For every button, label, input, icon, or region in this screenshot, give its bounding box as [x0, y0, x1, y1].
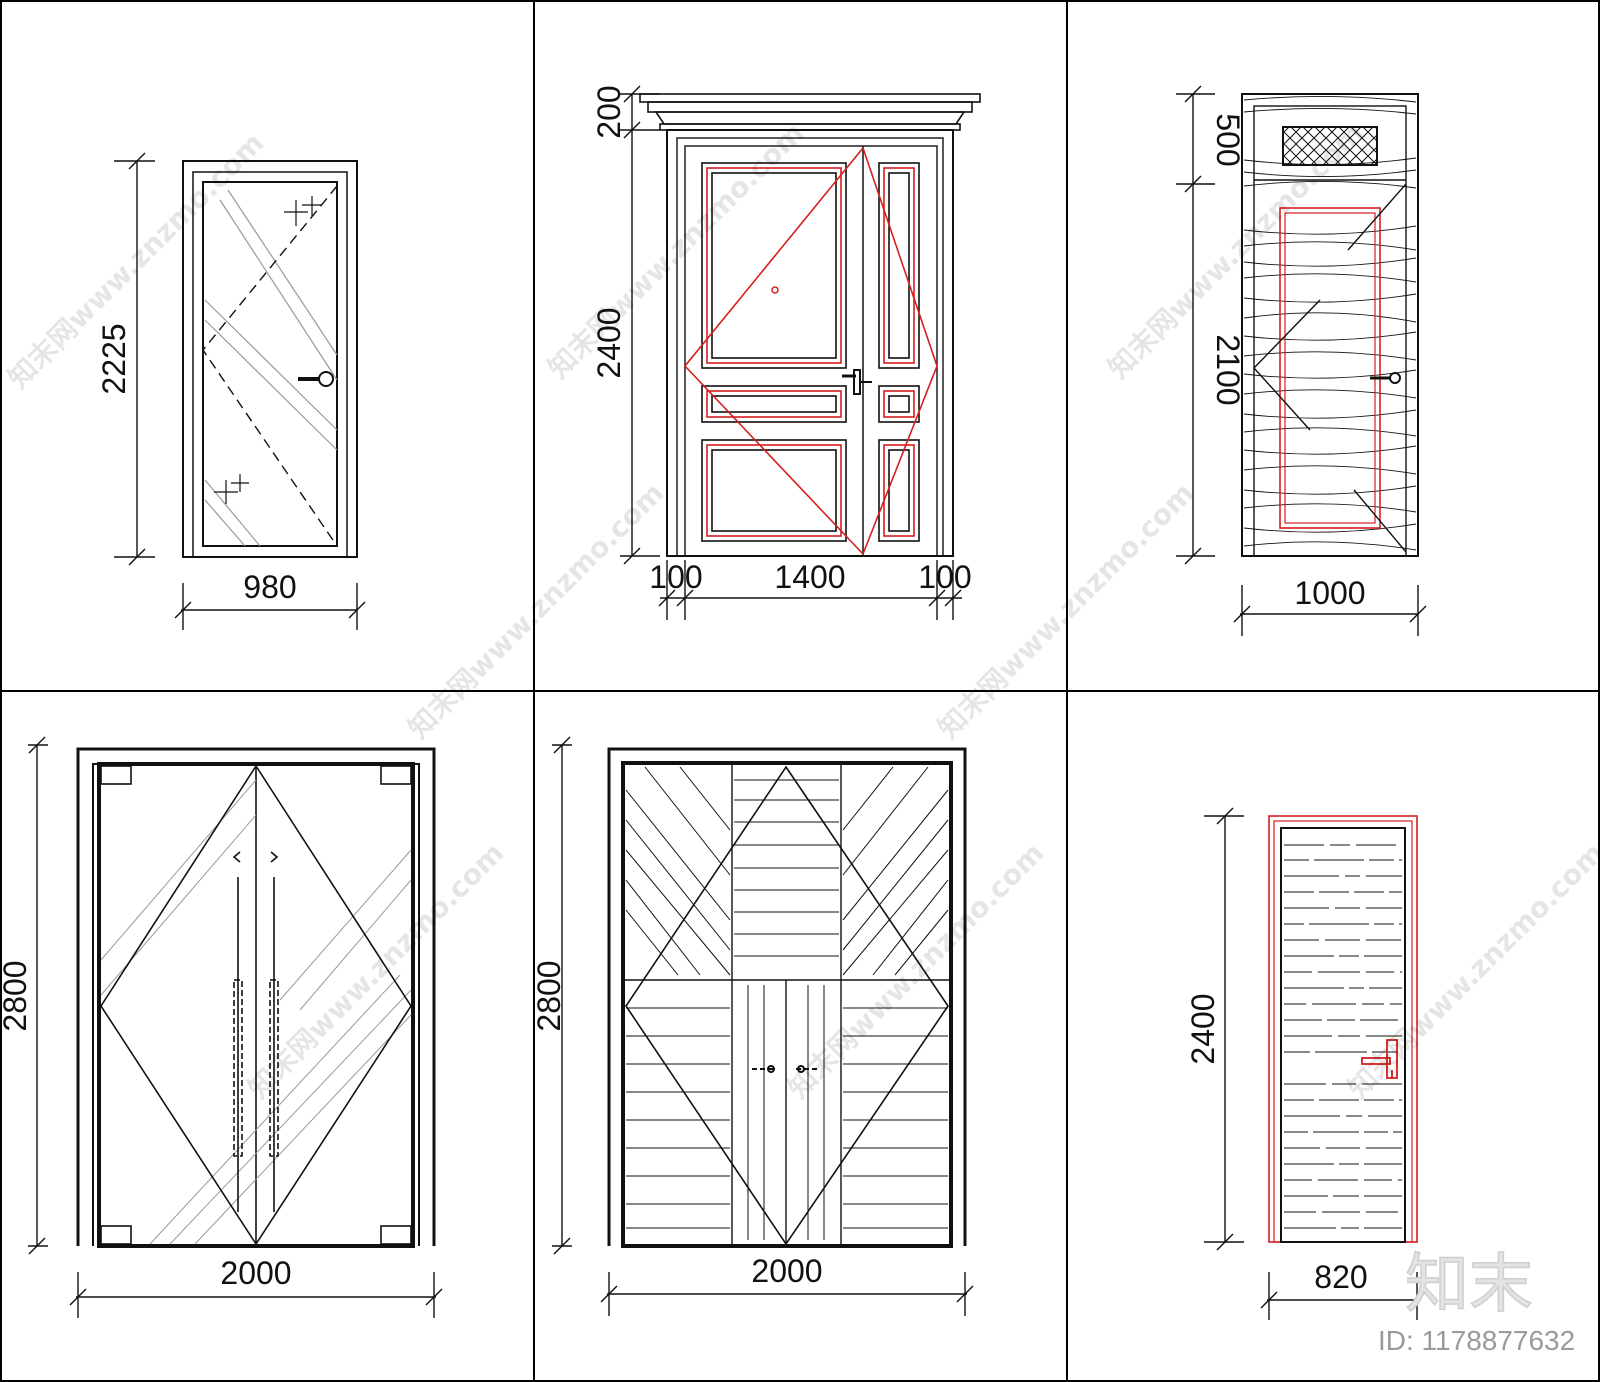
lever-handle-icon — [1361, 1039, 1398, 1079]
dim-height-label: 2225 — [96, 323, 132, 394]
image-id-label: ID: 1178877632 — [1378, 1325, 1575, 1356]
dim-right-frame-label: 100 — [918, 559, 971, 595]
lever-handle-icon — [842, 369, 872, 395]
drawing-glass-door: 2225 980 — [96, 152, 366, 630]
dim-width-label: 2000 — [220, 1255, 291, 1291]
dim-width-label: 980 — [243, 569, 296, 605]
dim-width-label: 1000 — [1294, 575, 1365, 611]
watermark-text: 知末网www.znzmo.com — [1342, 836, 1600, 1105]
brand-logo: 知末 — [1405, 1248, 1533, 1322]
watermark-text: 知末网www.znzmo.com — [782, 836, 1051, 1105]
dim-height-label: 2400 — [1185, 993, 1221, 1064]
lever-handle-icon — [1370, 372, 1401, 384]
dim-cornice-label: 200 — [591, 85, 627, 138]
dim-left-frame-label: 100 — [649, 559, 702, 595]
dim-height-label: 2100 — [1210, 334, 1246, 405]
watermark-text: 知末网www.znzmo.com — [402, 476, 671, 745]
drawing-double-wood-door: 2800 2000 — [531, 736, 974, 1316]
drawing-wood-door-transom: 500 2100 1000 — [1176, 85, 1427, 636]
watermark-text: 知末网www.znzmo.com — [242, 836, 511, 1105]
dim-height-label: 2800 — [0, 960, 33, 1031]
lever-handle-icon — [298, 371, 334, 387]
watermark-text: 知末网www.znzmo.com — [2, 126, 271, 395]
pull-handle-icon — [232, 851, 279, 1212]
watermark-text: 知末网www.znzmo.com — [932, 476, 1201, 745]
dim-transom-label: 500 — [1210, 113, 1246, 166]
dim-width-label: 2000 — [751, 1253, 822, 1289]
dim-height-label: 2400 — [591, 307, 627, 378]
drawing-classic-panel-door: 200 2400 100 1400 100 — [591, 85, 981, 620]
drawing-narrow-wood-door: 2400 820 — [1185, 807, 1426, 1320]
drawing-double-glass-door: 2800 2000 — [0, 736, 443, 1318]
dim-width-label: 1400 — [774, 559, 845, 595]
handle-icon — [752, 1065, 820, 1073]
dim-height-label: 2800 — [531, 960, 567, 1031]
dim-width-label: 820 — [1314, 1259, 1367, 1295]
watermark-text: 知末网www.znzmo.com — [542, 116, 811, 385]
